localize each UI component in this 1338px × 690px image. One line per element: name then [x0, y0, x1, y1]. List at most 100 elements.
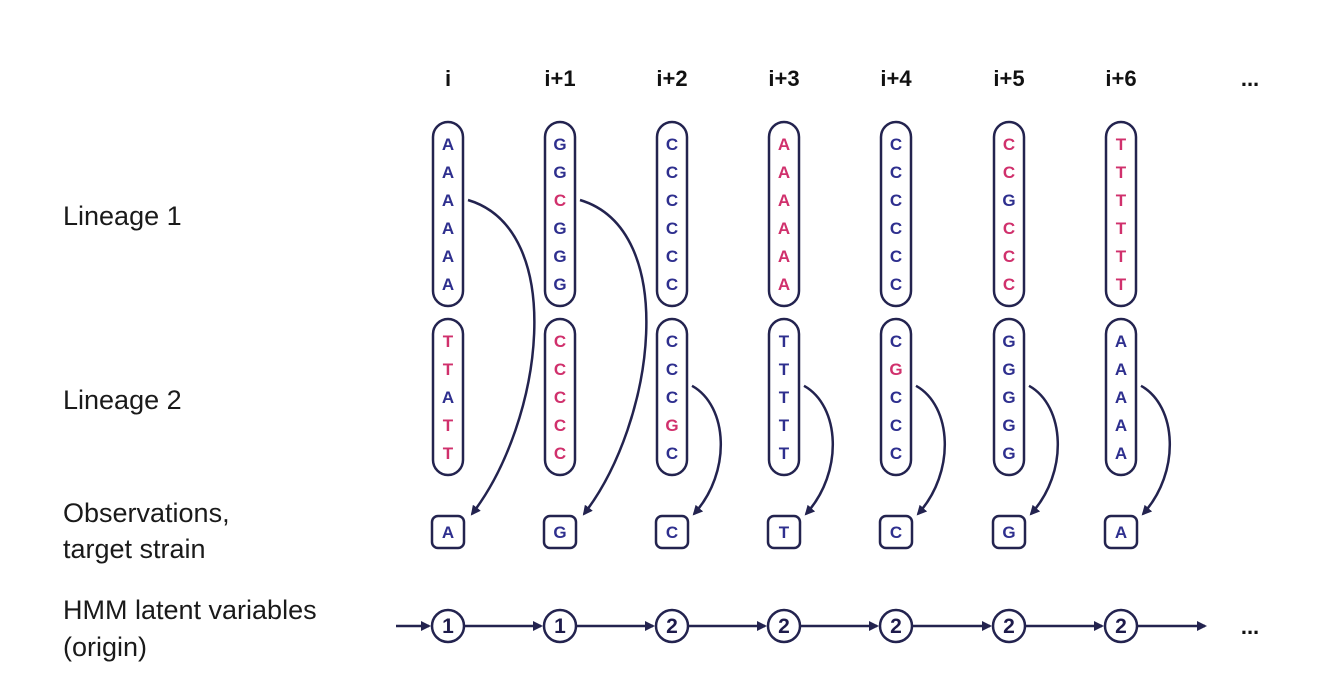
hmm-state-label: 2	[1003, 615, 1015, 638]
lineage2-base: G	[1002, 444, 1015, 463]
hmm-state-node: 2	[991, 608, 1027, 644]
lineage2-base: C	[554, 360, 566, 379]
lineage1-base: C	[890, 219, 902, 238]
lineage1-base: A	[442, 163, 454, 182]
column-header: i+5	[993, 66, 1024, 91]
lineage2-base: G	[1002, 360, 1015, 379]
lineage1-base: A	[442, 219, 454, 238]
lineage1-capsule	[543, 120, 577, 308]
lineage1-base: T	[1116, 219, 1127, 238]
lineage2-base: A	[1115, 332, 1127, 351]
lineage1-base: A	[442, 275, 454, 294]
emission-arrow	[803, 384, 835, 516]
column-header: i+4	[880, 66, 912, 91]
lineage2-base: G	[1002, 388, 1015, 407]
observation-base: G	[553, 523, 566, 542]
lineage2-base: A	[1115, 416, 1127, 435]
lineage1-base: C	[890, 191, 902, 210]
lineage1-capsule	[879, 120, 913, 308]
lineage2-base: A	[442, 388, 454, 407]
column-header: i+1	[544, 66, 575, 91]
lineage1-base: C	[1003, 135, 1015, 154]
lineage1-base: A	[778, 163, 790, 182]
observation-base: A	[1115, 523, 1127, 542]
observation-base: G	[1002, 523, 1015, 542]
hmm-state-node: 2	[1103, 608, 1139, 644]
lineage1-base: T	[1116, 275, 1127, 294]
lineage2-base: G	[665, 416, 678, 435]
lineage1-base: C	[890, 163, 902, 182]
emission-arrows	[467, 198, 1172, 516]
lineage2-capsule	[879, 317, 913, 477]
lineage1-base: A	[442, 247, 454, 266]
lineage1-base: A	[778, 275, 790, 294]
row-label-origin: (origin)	[63, 632, 147, 662]
lineage2-base: T	[779, 444, 790, 463]
observation-box	[766, 514, 802, 550]
lineage2-base: T	[779, 360, 790, 379]
hmm-state-node: 1	[430, 608, 466, 644]
lineage2-base: T	[779, 388, 790, 407]
row-label-target-strain: target strain	[63, 534, 206, 564]
lineage2-base: A	[1115, 360, 1127, 379]
lineage2-base: A	[1115, 388, 1127, 407]
hmm-state-label: 1	[442, 615, 454, 638]
lineage1-base: C	[666, 191, 678, 210]
column-header: i+6	[1105, 66, 1136, 91]
lineage2-base: T	[779, 332, 790, 351]
hmm-state-label: 1	[554, 615, 566, 638]
lineage1-capsule	[655, 120, 689, 308]
lineage1-base: C	[554, 191, 566, 210]
lineage1-base: G	[553, 219, 566, 238]
emission-arrow	[579, 198, 648, 516]
lineage2-capsule	[1104, 317, 1138, 477]
chain-ellipsis: ...	[1241, 614, 1259, 639]
emission-arrow	[1140, 384, 1172, 516]
lineage2-base: T	[779, 416, 790, 435]
row-label-hmm-latent: HMM latent variables	[63, 595, 317, 625]
lineage1-base: C	[666, 163, 678, 182]
observation-box	[1103, 514, 1139, 550]
lineage1-base: T	[1116, 247, 1127, 266]
lineage2-base: C	[890, 388, 902, 407]
hmm-state-label: 2	[1115, 615, 1127, 638]
column-header: i+2	[656, 66, 687, 91]
lineage1-capsule	[767, 120, 801, 308]
lineage1-base: C	[890, 135, 902, 154]
lineage1-base: A	[778, 219, 790, 238]
lineage1-base: C	[1003, 163, 1015, 182]
lineage1-base: C	[666, 247, 678, 266]
lineage1-base: G	[553, 275, 566, 294]
lineage2-base: G	[1002, 332, 1015, 351]
emission-arrow	[915, 384, 947, 516]
lineage1-base: C	[1003, 275, 1015, 294]
lineage2-capsule	[992, 317, 1026, 477]
hmm-state-node: 2	[654, 608, 690, 644]
hmm-state-node: 1	[542, 608, 578, 644]
lineage2-base: T	[443, 332, 454, 351]
lineage1-base: G	[553, 247, 566, 266]
column-header: i	[445, 66, 451, 91]
lineage2-base: C	[890, 444, 902, 463]
emission-arrow	[1028, 384, 1060, 516]
lineage2-base: C	[666, 444, 678, 463]
column-header: i+3	[768, 66, 799, 91]
lineage2-base: G	[1002, 416, 1015, 435]
observation-base: A	[442, 523, 454, 542]
row-label-lineage-1: Lineage 1	[63, 201, 182, 231]
observation-base: C	[890, 523, 902, 542]
lineage2-base: C	[554, 332, 566, 351]
lineage2-base: T	[443, 444, 454, 463]
lineage2-base: C	[666, 360, 678, 379]
lineage1-base: A	[442, 135, 454, 154]
lineage1-capsule	[431, 120, 465, 308]
lineage1-capsule	[992, 120, 1026, 308]
